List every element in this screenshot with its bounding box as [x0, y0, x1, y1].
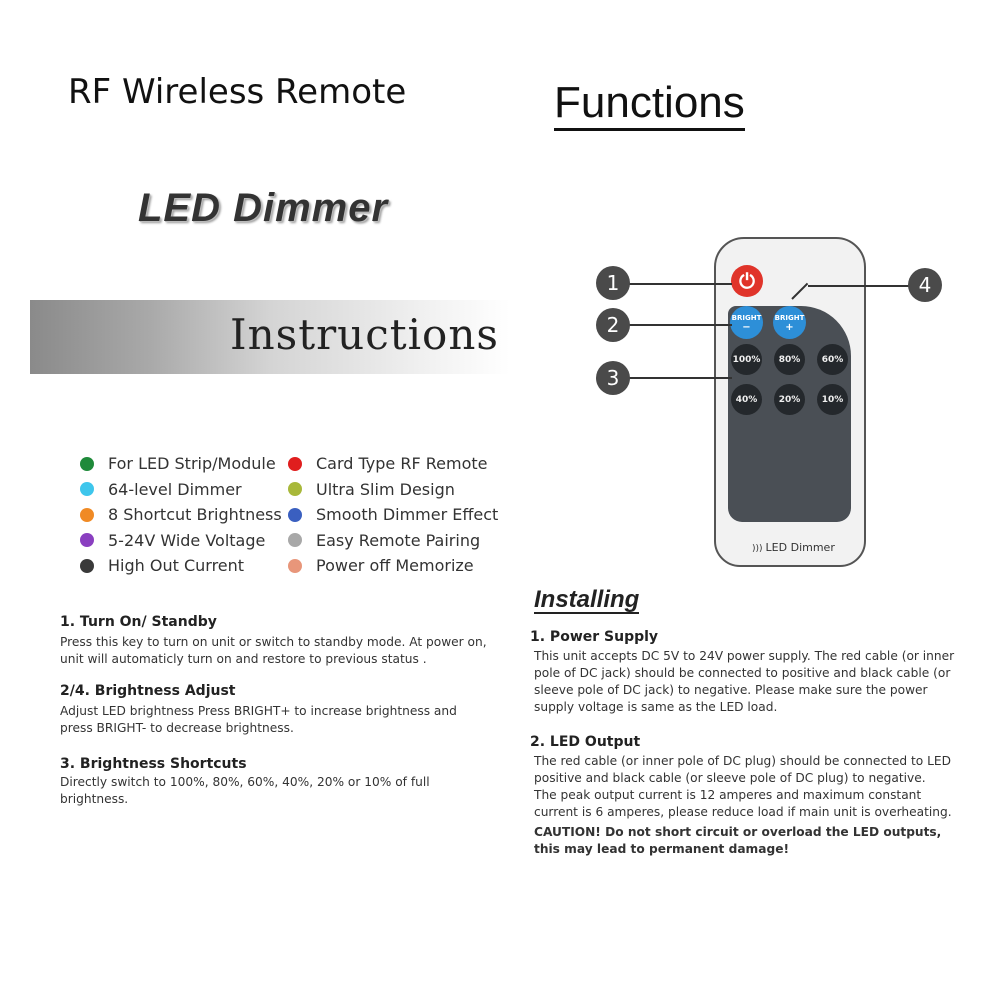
brightness-100-button[interactable]: 100% [731, 344, 762, 375]
function-heading: 3. Brightness Shortcuts [60, 756, 247, 772]
function-heading: 2/4. Brightness Adjust [60, 683, 236, 699]
feature-item: Ultra Slim Design [288, 477, 498, 503]
led-output-body-2: The peak output current is 12 amperes an… [534, 788, 952, 819]
callout-1: 1 [596, 266, 630, 300]
feature-item: High Out Current [80, 553, 282, 579]
installing-heading: Installing [534, 586, 640, 615]
instructions-banner [30, 300, 510, 374]
feature-item: 8 Shortcut Brightness [80, 502, 282, 528]
remote-label: )))LED Dimmer [752, 541, 835, 554]
wifi-icon: ))) [752, 544, 763, 554]
brightness-40-button[interactable]: 40% [731, 384, 762, 415]
feature-item: Card Type RF Remote [288, 451, 498, 477]
feature-item: Power off Memorize [288, 553, 498, 579]
callout-2: 2 [596, 308, 630, 342]
feature-item: Smooth Dimmer Effect [288, 502, 498, 528]
power-supply-body: This unit accepts DC 5V to 24V power sup… [534, 649, 955, 714]
brightness-20-button[interactable]: 20% [774, 384, 805, 415]
instructions-title: Instructions [230, 310, 499, 359]
feature-item: 5-24V Wide Voltage [80, 528, 282, 554]
feature-list-left: For LED Strip/Module 64-level Dimmer 8 S… [80, 451, 282, 579]
title-functions: Functions [554, 79, 745, 132]
callout-line-2 [628, 324, 732, 326]
feature-item: For LED Strip/Module [80, 451, 282, 477]
callout-line-1 [628, 283, 732, 285]
function-body: Adjust LED brightness Press BRIGHT+ to i… [60, 704, 457, 735]
bullet-dot [80, 482, 94, 497]
bright-plus-button[interactable]: BRIGHT + [773, 306, 806, 339]
bullet-dot [288, 456, 302, 471]
power-icon: ⏻ [739, 269, 755, 293]
feature-list-right: Card Type RF Remote Ultra Slim Design Sm… [288, 451, 498, 579]
led-output-body-1: The red cable (or inner pole of DC plug)… [534, 754, 951, 785]
bullet-dot [288, 558, 302, 573]
bullet-dot [80, 533, 94, 548]
bullet-dot [288, 533, 302, 548]
function-description: 3. Brightness Shortcuts Directly switch … [60, 756, 500, 808]
power-supply-section: 1. Power Supply This unit accepts DC 5V … [530, 629, 970, 716]
brightness-10-button[interactable]: 10% [817, 384, 848, 415]
feature-item: Easy Remote Pairing [288, 528, 498, 554]
function-description: 2/4. Brightness Adjust Adjust LED bright… [60, 683, 500, 737]
function-heading: 1. Turn On/ Standby [60, 614, 217, 630]
title-led-dimmer: LED Dimmer [138, 186, 389, 230]
bullet-dot [80, 558, 94, 573]
bullet-dot [288, 507, 302, 522]
bullet-dot [80, 456, 94, 471]
power-supply-heading: 1. Power Supply [530, 629, 659, 645]
bright-minus-button[interactable]: BRIGHT − [730, 306, 763, 339]
power-button[interactable]: ⏻ [731, 265, 763, 297]
function-body: Directly switch to 100%, 80%, 60%, 40%, … [60, 775, 430, 806]
bullet-dot [288, 482, 302, 497]
title-rf-wireless-remote: RF Wireless Remote [68, 72, 407, 112]
function-description: 1. Turn On/ Standby Press this key to tu… [60, 614, 500, 668]
led-output-heading: 2. LED Output [530, 734, 641, 750]
bullet-dot [80, 507, 94, 522]
led-output-section: 2. LED Output The red cable (or inner po… [530, 734, 970, 858]
function-body: Press this key to turn on unit or switch… [60, 635, 487, 666]
feature-item: 64-level Dimmer [80, 477, 282, 503]
callout-4: 4 [908, 268, 942, 302]
caution-text: CAUTION! Do not short circuit or overloa… [534, 825, 942, 856]
callout-line-4 [808, 285, 910, 287]
brightness-80-button[interactable]: 80% [774, 344, 805, 375]
brightness-60-button[interactable]: 60% [817, 344, 848, 375]
callout-3: 3 [596, 361, 630, 395]
callout-line-3 [628, 377, 732, 379]
